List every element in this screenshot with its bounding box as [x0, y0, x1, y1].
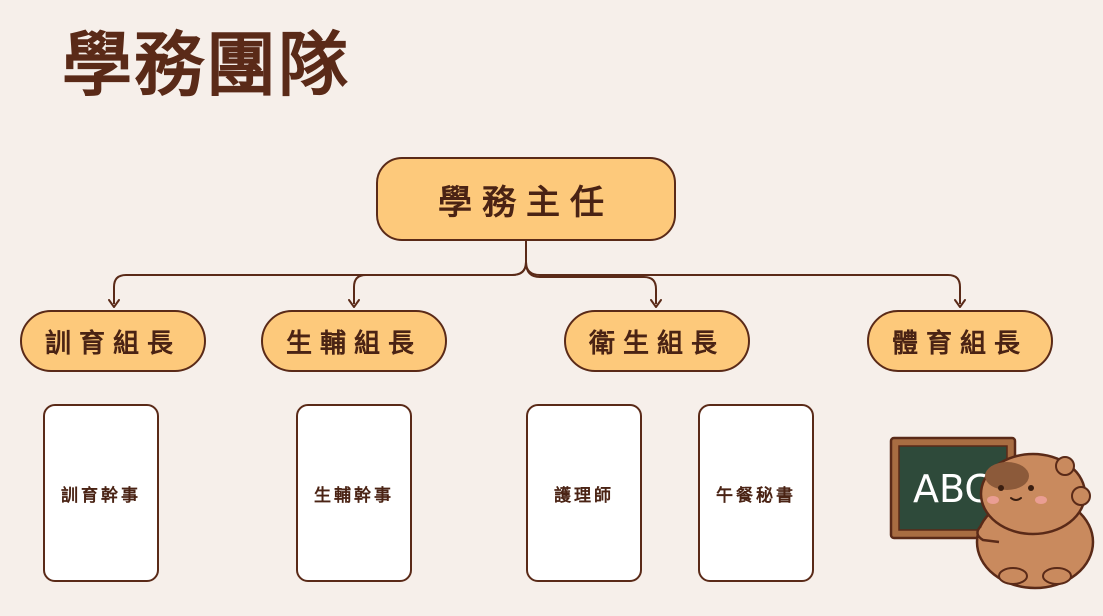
arrowhead-2: [348, 299, 360, 308]
connector-to-leader-2: [353, 261, 527, 304]
arrowhead-3: [650, 299, 662, 308]
capybara-icon: [975, 452, 1095, 590]
connector-to-leader-3: [525, 261, 657, 304]
arrowhead-1: [108, 299, 120, 308]
page-title: 學務團隊: [62, 24, 350, 106]
staff-card-discipline-officer: 訓育幹事: [43, 404, 159, 582]
leader-node-health: 衛生組長: [564, 310, 750, 372]
director-node: 學務主任: [376, 157, 676, 241]
connector-to-leader-4: [525, 261, 961, 304]
staff-card-nurse: 護理師: [526, 404, 642, 582]
capybara-chalkboard-illustration: ABC: [889, 436, 1095, 590]
chalkboard-text: ABC: [913, 467, 991, 511]
arrowhead-4: [954, 299, 966, 308]
leader-node-pe: 體育組長: [867, 310, 1053, 372]
leader-node-student-life: 生輔組長: [261, 310, 447, 372]
staff-card-lunch-secretary: 午餐秘書: [698, 404, 814, 582]
staff-card-student-life-officer: 生輔幹事: [296, 404, 412, 582]
leader-node-discipline: 訓育組長: [20, 310, 206, 372]
connector-to-leader-1: [113, 261, 527, 304]
